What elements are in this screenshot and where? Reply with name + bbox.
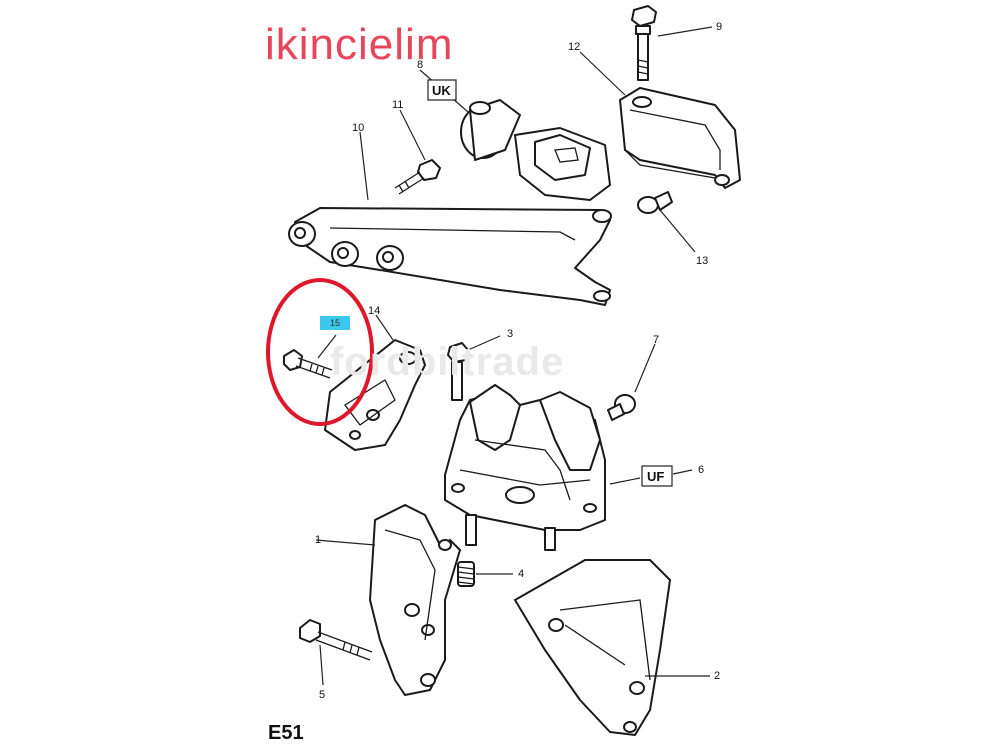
callout-numbers: 1 2 3 4 5 6 7 8 9 10 11 12 13 14 [315, 21, 722, 701]
part-1-bracket [369, 504, 461, 696]
part-13-bolt [637, 191, 673, 214]
part-4-spring [457, 561, 475, 587]
part-15-bolt [283, 349, 333, 379]
part-11-bolt [394, 159, 441, 195]
part-7-bolt [607, 394, 636, 421]
callout-4: 4 [518, 568, 524, 580]
callout-3: 3 [507, 328, 513, 340]
part-5-bolt [299, 619, 373, 661]
callout-1: 1 [315, 534, 321, 546]
part-3-bolt [447, 342, 469, 401]
part-9-bolt [631, 5, 657, 81]
callout-13: 13 [696, 255, 708, 267]
part-8-rear-mount [460, 99, 611, 201]
callout-9: 9 [716, 21, 722, 33]
part-6-engine-mount [444, 384, 606, 551]
part-10-torque-arm [288, 207, 612, 306]
callout-8: 8 [417, 59, 423, 71]
callout-7: 7 [653, 334, 659, 346]
callout-10: 10 [352, 122, 364, 134]
highlighted-part-number: 15 [320, 316, 350, 330]
callout-11: 11 [392, 99, 403, 111]
tag-uk: UK [427, 79, 457, 101]
svg-text:UK: UK [432, 83, 451, 98]
callout-6: 6 [698, 464, 704, 476]
tag-uf: UF [641, 465, 673, 487]
watermark: fordbiltrade [330, 340, 565, 384]
callout-2: 2 [714, 670, 720, 682]
overlay-title: ikincielim [265, 20, 454, 69]
callout-14: 14 [368, 305, 380, 317]
callout-12: 12 [568, 41, 580, 53]
svg-text:UF: UF [647, 469, 664, 484]
diagram-code: E51 [268, 722, 304, 744]
callout-5: 5 [319, 689, 325, 701]
annotation-circle [266, 278, 374, 426]
part-12-bracket [619, 87, 741, 189]
part-14-bracket [324, 339, 426, 451]
part-2-bracket [514, 559, 671, 736]
